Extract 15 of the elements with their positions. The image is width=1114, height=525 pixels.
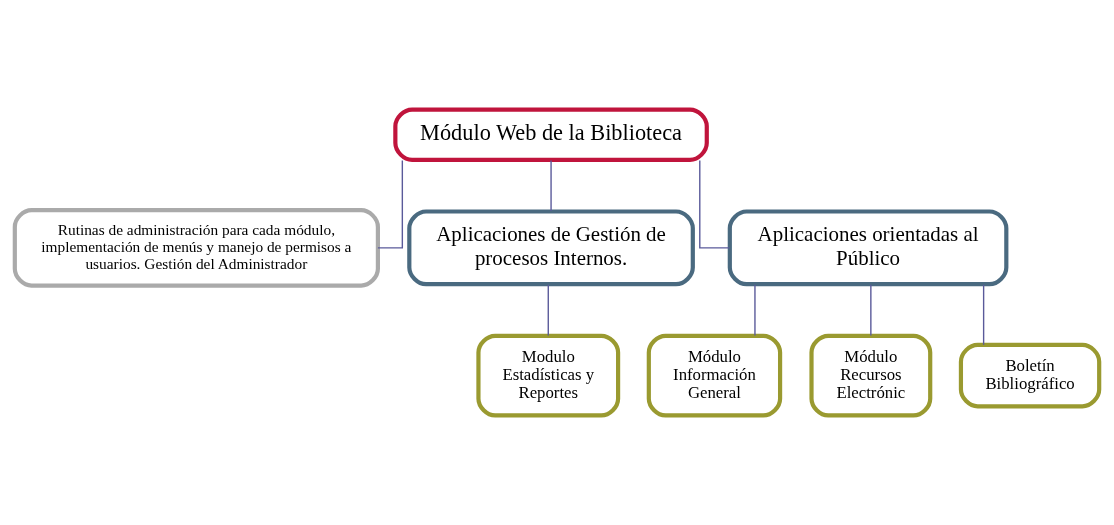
node-box: Módulo Web de la Biblioteca bbox=[393, 107, 709, 162]
node-box: Módulo Información General bbox=[646, 333, 783, 418]
connector bbox=[699, 159, 731, 249]
node-box: Módulo Recursos Electrónic bbox=[809, 333, 933, 418]
node-box: Rutinas de administración para cada módulo, implementación de menús y manejo de permisos a usuarios. Gestión del Administrador bbox=[12, 208, 380, 288]
connector bbox=[982, 284, 985, 346]
connector bbox=[870, 284, 872, 337]
node-box: Aplicaciones orientadas al Público bbox=[727, 209, 1009, 287]
connector bbox=[377, 159, 404, 249]
connector bbox=[547, 284, 549, 337]
node-box: Aplicaciones de Gestión de procesos Internos. bbox=[407, 209, 695, 287]
node-box: Modulo Estadísticas y Reportes bbox=[476, 333, 621, 418]
connector bbox=[550, 159, 552, 212]
connector bbox=[754, 284, 756, 337]
node-box: Boletín Bibliográfico bbox=[958, 342, 1102, 409]
